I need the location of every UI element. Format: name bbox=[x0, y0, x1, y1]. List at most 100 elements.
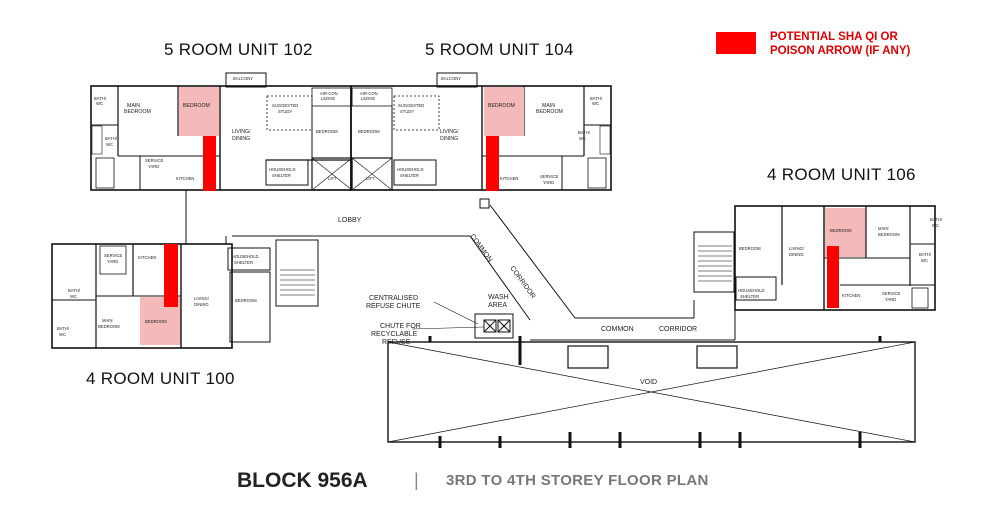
room-label: HOUSEHOLD bbox=[397, 167, 424, 172]
room-label: SERVICE bbox=[882, 291, 901, 296]
common-label: COMMON bbox=[601, 326, 634, 333]
room-label: BATH/ bbox=[919, 252, 932, 257]
room-label: BEDROOM bbox=[235, 298, 257, 303]
room-label: BEDROOM bbox=[739, 246, 761, 251]
unit-title-102: 5 ROOM UNIT 102 bbox=[164, 40, 313, 59]
room-labels-104: BATH/ WC MAIN BEDROOM BEDROOM BALCONY AI… bbox=[358, 76, 603, 185]
unit-title-100: 4 ROOM UNIT 100 bbox=[86, 369, 235, 388]
floor-plan-subtitle: 3RD TO 4TH STOREY FLOOR PLAN bbox=[446, 472, 709, 489]
room-label: BEDROOM bbox=[183, 103, 210, 109]
room-label: LIVING/ bbox=[789, 246, 805, 251]
room-label: YARD bbox=[885, 297, 896, 302]
wash-area-label: WASH bbox=[488, 294, 509, 301]
room-labels-100: SERVICE YARD KITCHEN HOUSEHOLD SHELTER B… bbox=[57, 253, 259, 337]
legend-line-1: POTENTIAL SHA QI OR bbox=[770, 31, 898, 43]
room-label: SHELTER bbox=[272, 173, 291, 178]
room-label: BATH/ bbox=[105, 136, 118, 141]
room-label: BEDROOM bbox=[124, 109, 151, 115]
highlight-bedroom-102 bbox=[179, 87, 219, 136]
room-label: AIR-CON bbox=[320, 91, 338, 96]
room-label: BATH/ bbox=[578, 130, 591, 135]
room-label: BATH/ bbox=[930, 217, 943, 222]
room-label: SHELTER bbox=[740, 294, 759, 299]
room-label: MAIN bbox=[127, 103, 140, 109]
recyclable-chute-label: CHUTE FOR bbox=[380, 323, 421, 330]
room-label: BATH/ bbox=[68, 288, 81, 293]
room-label: KITCHEN bbox=[500, 176, 518, 181]
leader-lines bbox=[411, 301, 485, 330]
room-label: KITCHEN bbox=[138, 255, 156, 260]
room-label: SERVICE bbox=[145, 158, 164, 163]
room-label: LEDGE bbox=[321, 96, 335, 101]
room-label: SERVICE bbox=[540, 174, 559, 179]
room-labels-106: BEDROOM LIVING/ DINING BEDROOM MAIN BEDR… bbox=[738, 217, 943, 302]
room-label: BEDROOM bbox=[830, 228, 852, 233]
poison-arrow-106 bbox=[827, 246, 839, 308]
room-label: WC bbox=[96, 101, 103, 106]
room-label: STUDY bbox=[400, 109, 414, 114]
room-label: HOUSEHOLD bbox=[738, 288, 765, 293]
footer-separator: | bbox=[414, 470, 419, 490]
void-area bbox=[387, 336, 916, 448]
room-label: BEDROOM bbox=[316, 129, 338, 134]
unit-104 bbox=[350, 72, 612, 191]
room-label: MAIN bbox=[102, 318, 112, 323]
room-label: BALCONY bbox=[233, 76, 253, 81]
room-label: WC bbox=[579, 136, 586, 141]
room-label: DINING bbox=[194, 302, 209, 307]
room-label: BEDROOM bbox=[536, 109, 563, 115]
room-label: SUGGESTED bbox=[272, 103, 298, 108]
room-label: WC bbox=[592, 101, 599, 106]
room-label: BATH/ bbox=[57, 326, 70, 331]
room-label: WC bbox=[59, 332, 66, 337]
room-label: WC bbox=[921, 258, 928, 263]
block-title: BLOCK 956A bbox=[237, 469, 368, 492]
room-label: YARD bbox=[543, 180, 554, 185]
room-label: SERVICE bbox=[104, 253, 123, 258]
room-label: SUGGESTED bbox=[398, 103, 424, 108]
unit-title-104: 5 ROOM UNIT 104 bbox=[425, 40, 574, 59]
room-label: LIVING/ bbox=[194, 296, 210, 301]
unit-title-106: 4 ROOM UNIT 106 bbox=[767, 165, 916, 184]
room-label: BATH/ bbox=[590, 96, 603, 101]
poison-arrow-102 bbox=[203, 136, 216, 191]
stairs bbox=[280, 245, 732, 296]
room-label: LIVING/ bbox=[440, 129, 459, 135]
room-label: KITCHEN bbox=[842, 293, 860, 298]
refuse-chute-label: CENTRALISED bbox=[369, 295, 418, 302]
room-label: MAIN bbox=[878, 226, 888, 231]
unit-100 bbox=[51, 239, 319, 349]
legend-line-2: POISON ARROW (IF ANY) bbox=[770, 45, 911, 57]
legend-swatch bbox=[716, 32, 756, 54]
room-label: MAIN bbox=[542, 103, 555, 109]
poison-arrow-100 bbox=[164, 244, 178, 307]
room-label: LIFT bbox=[366, 176, 375, 181]
room-label: BEDROOM bbox=[98, 324, 120, 329]
room-label: WC bbox=[70, 294, 77, 299]
corridor-label: CORRIDOR bbox=[659, 326, 697, 333]
unit-102 bbox=[90, 72, 353, 191]
room-label: BEDROOM bbox=[488, 103, 515, 109]
room-label: AIR-CON bbox=[360, 91, 378, 96]
recyclable-chute-label: REFUSE bbox=[382, 339, 411, 346]
room-label: KITCHEN bbox=[176, 176, 194, 181]
room-label: SHELTER bbox=[234, 260, 253, 265]
room-label: WC bbox=[932, 223, 939, 228]
room-label: LIFT bbox=[328, 176, 337, 181]
highlight-bedroom-104 bbox=[484, 87, 524, 136]
room-label: BEDROOM bbox=[878, 232, 900, 237]
room-label: DINING bbox=[789, 252, 804, 257]
refuse-chute-label: REFUSE CHUTE bbox=[366, 303, 421, 310]
room-label: BATH/ bbox=[94, 96, 107, 101]
room-label: HOUSEHOLD bbox=[232, 254, 259, 259]
room-label: YARD bbox=[148, 164, 159, 169]
room-label: DINING bbox=[232, 136, 250, 142]
room-label: WC bbox=[106, 142, 113, 147]
room-label: BEDROOM bbox=[145, 319, 167, 324]
common-label-diag: COMMON bbox=[468, 233, 493, 264]
wash-area-label: AREA bbox=[488, 302, 507, 309]
room-label: STUDY bbox=[278, 109, 292, 114]
poison-arrows bbox=[164, 136, 839, 308]
room-label: SHELTER bbox=[400, 173, 419, 178]
